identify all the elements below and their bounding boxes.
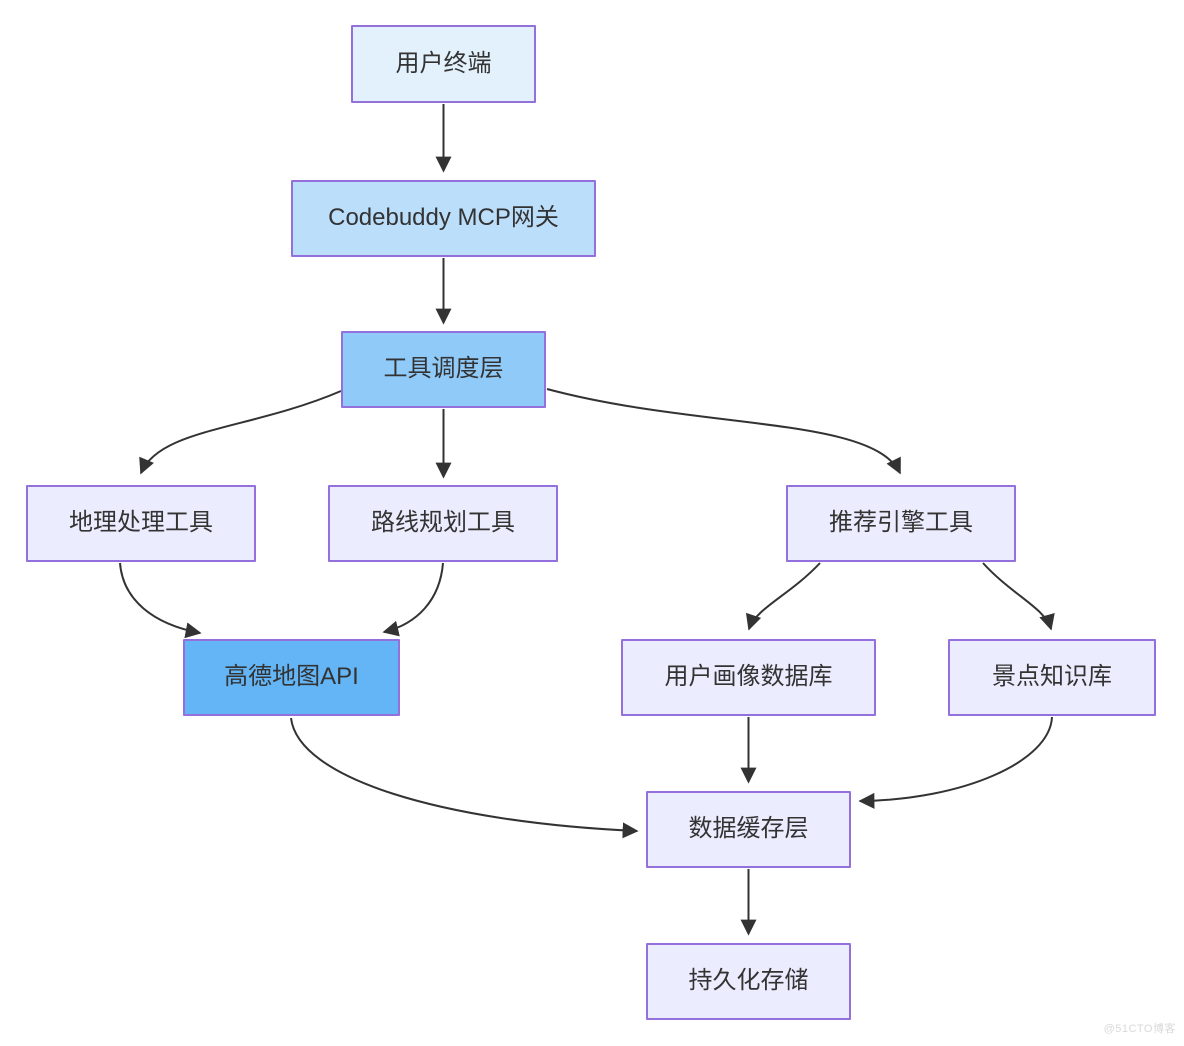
node-poi-knowledge-label: 景点知识库: [992, 663, 1112, 691]
node-tool-scheduler: 工具调度层: [341, 331, 546, 408]
node-data-cache: 数据缓存层: [646, 791, 851, 868]
edge-tool-scheduler-to-recommend-tool: [546, 388, 901, 475]
edge-poi-knowledge-to-data-cache: [858, 716, 1053, 809]
node-amap-api-label: 高德地图API: [224, 663, 359, 691]
node-recommend-tool: 推荐引擎工具: [786, 485, 1016, 562]
watermark: @51CTO博客: [1103, 1023, 1176, 1035]
edge-recommend-tool-to-user-profile-db: [745, 562, 821, 631]
node-recommend-tool-label: 推荐引擎工具: [829, 509, 973, 537]
node-amap-api: 高德地图API: [183, 639, 400, 716]
node-user-profile-db-label: 用户画像数据库: [664, 663, 833, 691]
node-user-terminal: 用户终端: [351, 25, 536, 103]
edge-amap-api-to-data-cache: [290, 717, 639, 839]
node-geo-tool: 地理处理工具: [26, 485, 256, 562]
edge-geo-tool-to-amap-api: [119, 562, 202, 639]
node-persistent-storage-label: 持久化存储: [688, 967, 809, 995]
node-mcp-gateway: Codebuddy MCP网关: [291, 180, 596, 257]
node-poi-knowledge: 景点知识库: [948, 639, 1156, 716]
node-user-terminal-label: 用户终端: [395, 49, 492, 77]
edge-recommend-tool-to-poi-knowledge: [982, 562, 1055, 631]
node-tool-scheduler-label: 工具调度层: [383, 355, 504, 383]
node-geo-tool-label: 地理处理工具: [69, 509, 213, 537]
edge-route-tool-to-amap-api: [382, 562, 444, 637]
node-route-tool-label: 路线规划工具: [371, 509, 515, 537]
node-data-cache-label: 数据缓存层: [688, 815, 809, 843]
node-user-profile-db: 用户画像数据库: [621, 639, 876, 716]
node-mcp-gateway-label: Codebuddy MCP网关: [328, 204, 559, 232]
node-route-tool: 路线规划工具: [328, 485, 558, 562]
edge-tool-scheduler-to-geo-tool: [139, 390, 342, 475]
node-persistent-storage: 持久化存储: [646, 943, 851, 1020]
